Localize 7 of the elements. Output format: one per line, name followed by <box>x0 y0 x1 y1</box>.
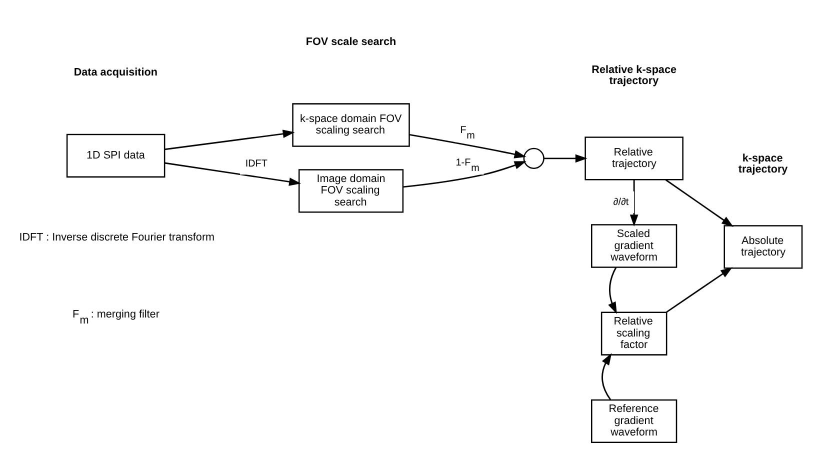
label: Relative k-space trajectory <box>592 64 677 87</box>
label: FOV scale search <box>306 35 396 48</box>
label: Data acquisition <box>74 66 158 78</box>
edge-label: IDFT <box>245 158 268 169</box>
label: IDFT : Inverse discrete Fourier transform <box>19 231 215 244</box>
edge-label: ∂/∂t <box>613 196 629 208</box>
label: k-space trajectory <box>738 152 788 176</box>
